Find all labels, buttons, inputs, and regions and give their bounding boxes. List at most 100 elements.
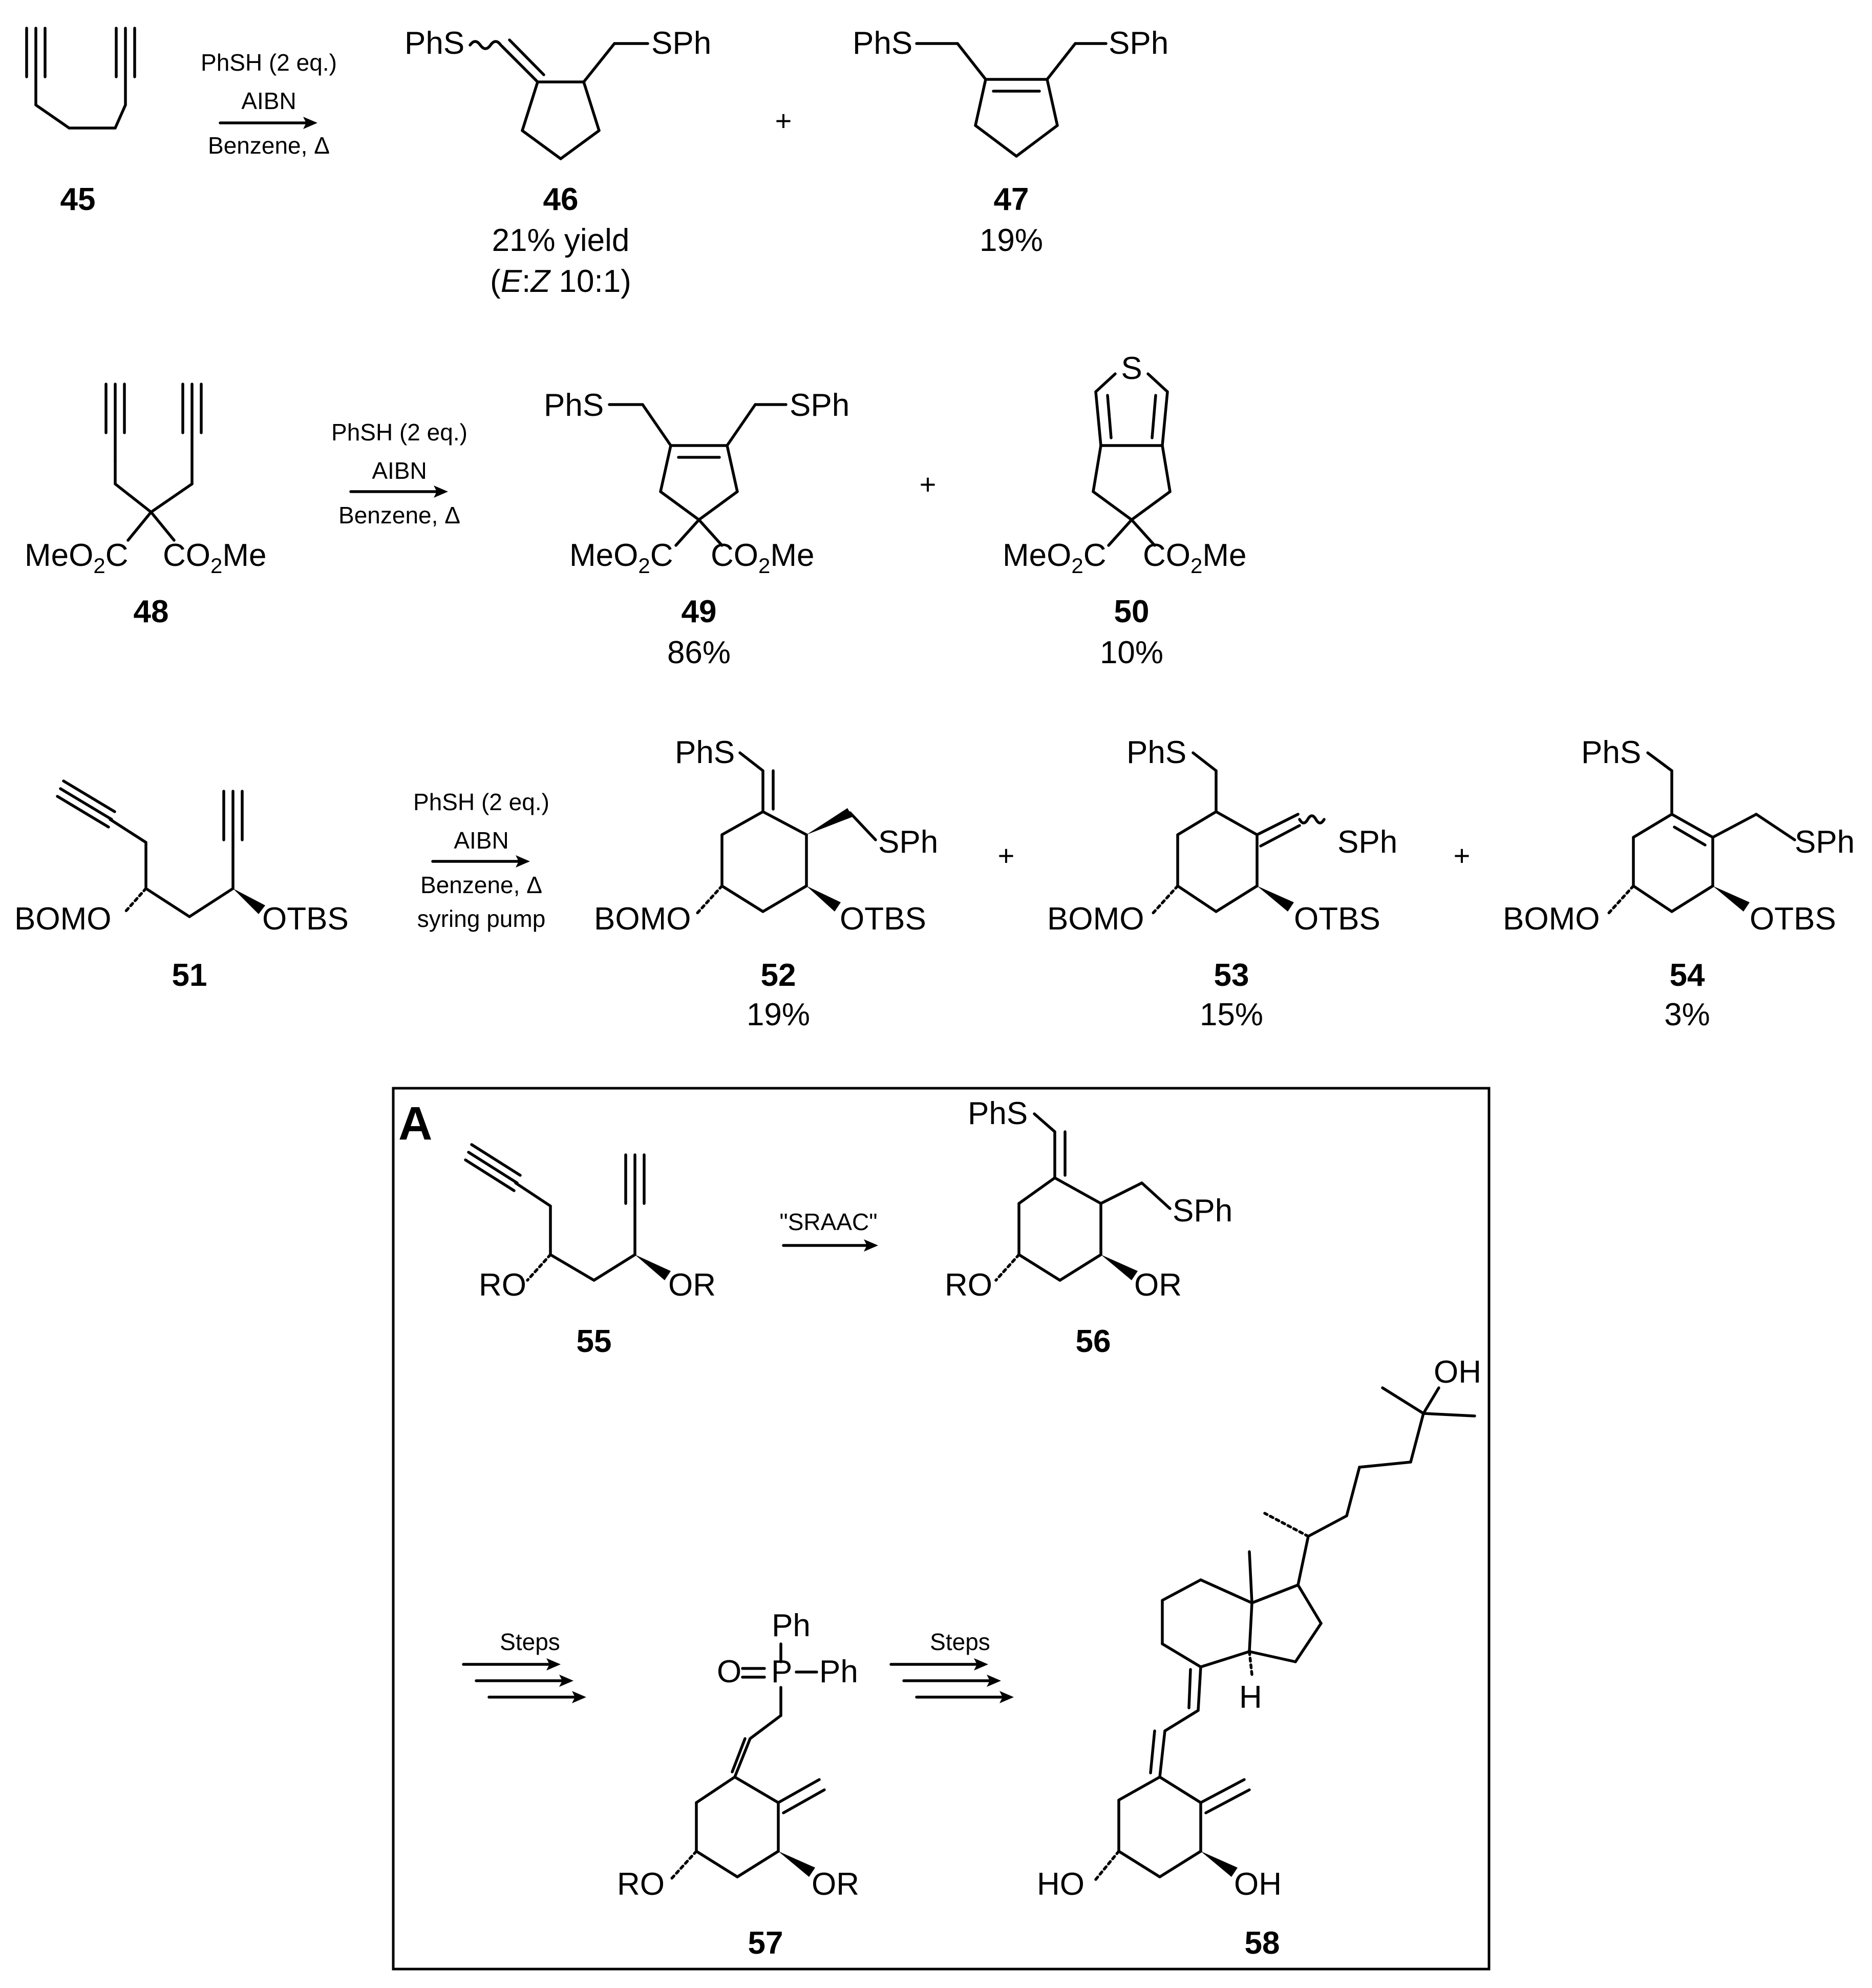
reaction-arrow-4 [782,1239,878,1252]
compound-48-label: 48 [134,594,169,629]
svg-text:SPh: SPh [1109,26,1168,61]
svg-text:BOMO: BOMO [594,901,691,937]
plus-sign-4: + [1454,839,1471,872]
svg-text:PhS: PhS [853,26,912,61]
condition-2-reagent: PhSH (2 eq.) [331,419,467,446]
svg-text:SPh: SPh [1173,1193,1232,1229]
panel-a-box [392,1087,1491,1971]
multi-step-arrow-2 [889,1658,1014,1703]
svg-text:S: S [1121,351,1142,386]
compound-58-structure: OH H HO OH [1037,1355,1481,1902]
compound-48-structure: MeO2C CO2Me [25,383,267,578]
condition-3-addition: syring pump [417,905,546,932]
svg-text:Ph: Ph [772,1608,811,1643]
svg-text:OR: OR [1134,1267,1182,1303]
svg-text:CO2Me: CO2Me [711,538,815,578]
compound-49-label: 49 [682,594,717,629]
compound-47-label: 47 [994,182,1029,217]
svg-text:CO2Me: CO2Me [1143,538,1247,578]
condition-6-steps: Steps [930,1629,990,1655]
panel-a-letter: A [398,1097,432,1150]
svg-text:PhS: PhS [544,388,604,423]
svg-text:O: O [717,1654,741,1689]
svg-text:MeO2C: MeO2C [569,538,673,578]
compound-55-label: 55 [577,1324,612,1359]
reaction-arrow-3 [431,855,530,868]
svg-text:H: H [1239,1680,1262,1715]
svg-text:HO: HO [1037,1867,1084,1902]
compound-45-structure [25,27,136,130]
plus-sign-1: + [775,104,792,137]
svg-text:RO: RO [945,1267,992,1303]
condition-3-solvent: Benzene, Δ [420,872,542,898]
svg-text:SPh: SPh [790,388,849,423]
condition-5-steps: Steps [500,1629,560,1655]
condition-2-initiator: AIBN [372,457,427,484]
compound-53-structure: PhS BOMO OTBS SPh [1047,735,1397,937]
compound-45-label: 45 [60,182,96,217]
svg-text:Ph: Ph [819,1654,858,1689]
compound-52-label: 52 [761,958,796,993]
reaction-arrow-1 [219,117,317,129]
compound-57-label: 57 [748,1926,783,1961]
condition-2-solvent: Benzene, Δ [338,502,460,528]
svg-text:MeO2C: MeO2C [1003,538,1107,578]
compound-46-label: 46 [543,182,579,217]
svg-text:OH: OH [1234,1867,1282,1902]
svg-text:PhS: PhS [405,26,464,61]
compound-52-yield: 19% [747,997,810,1032]
svg-text:OR: OR [668,1267,716,1303]
compound-57-structure: Ph O P Ph RO OR [617,1608,859,1902]
compound-49-structure: PhS SPh MeO2C CO2Me [544,388,849,578]
compound-55-structure: RO OR [464,1143,716,1303]
condition-1-initiator: AIBN [241,88,296,114]
svg-text:SPh: SPh [878,824,938,860]
compound-50-yield: 10% [1100,635,1163,670]
condition-1-solvent: Benzene, Δ [208,132,330,159]
compound-54-yield: 3% [1664,997,1710,1032]
compound-54-structure: PhS BOMO OTBS SPh [1503,735,1855,937]
compound-47-yield: 19% [980,223,1043,258]
svg-text:SPh: SPh [1795,824,1855,860]
compound-56-label: 56 [1076,1324,1111,1359]
compound-46-structure: PhS SPh [405,26,711,160]
svg-text:BOMO: BOMO [14,901,111,937]
condition-3-initiator: AIBN [454,827,508,854]
svg-text:SPh: SPh [651,26,711,61]
svg-text:SPh: SPh [1337,824,1397,860]
svg-text:BOMO: BOMO [1503,901,1600,937]
svg-text:PhS: PhS [1126,735,1186,770]
svg-text:BOMO: BOMO [1047,901,1144,937]
compound-56-structure: PhS RO OR SPh [945,1096,1232,1303]
compound-52-structure: PhS BOMO OTBS SPh [594,735,938,937]
compound-46-ratio: (E:Z 10:1) [490,264,631,299]
svg-text:RO: RO [617,1867,665,1902]
plus-sign-3: + [998,839,1015,872]
svg-text:RO: RO [479,1267,526,1303]
compound-51-structure: BOMO OTBS [14,779,349,937]
svg-text:MeO2C: MeO2C [25,538,129,578]
condition-1-reagent: PhSH (2 eq.) [201,49,337,76]
compound-58-label: 58 [1245,1926,1280,1961]
svg-text:PhS: PhS [968,1096,1028,1131]
compound-54-label: 54 [1670,958,1705,993]
svg-text:OTBS: OTBS [262,901,349,937]
condition-4-process: "SRAAC" [779,1209,877,1235]
condition-3-reagent: PhSH (2 eq.) [413,789,549,815]
plus-sign-2: + [920,468,937,500]
svg-text:PhS: PhS [1581,735,1641,770]
svg-text:OR: OR [812,1867,859,1902]
reaction-arrow-2 [349,485,448,498]
svg-text:CO2Me: CO2Me [163,538,267,578]
svg-text:OTBS: OTBS [1750,901,1836,937]
compound-53-label: 53 [1214,958,1249,993]
compound-50-structure: S MeO2C CO2Me [1003,351,1247,578]
compound-51-label: 51 [172,958,207,993]
compound-47-structure: PhS SPh [853,26,1168,158]
compound-53-yield: 15% [1200,997,1263,1032]
compound-46-yield: 21% yield [492,223,630,258]
compound-50-label: 50 [1114,594,1150,629]
svg-text:OH: OH [1434,1355,1481,1390]
svg-text:P: P [771,1654,792,1689]
